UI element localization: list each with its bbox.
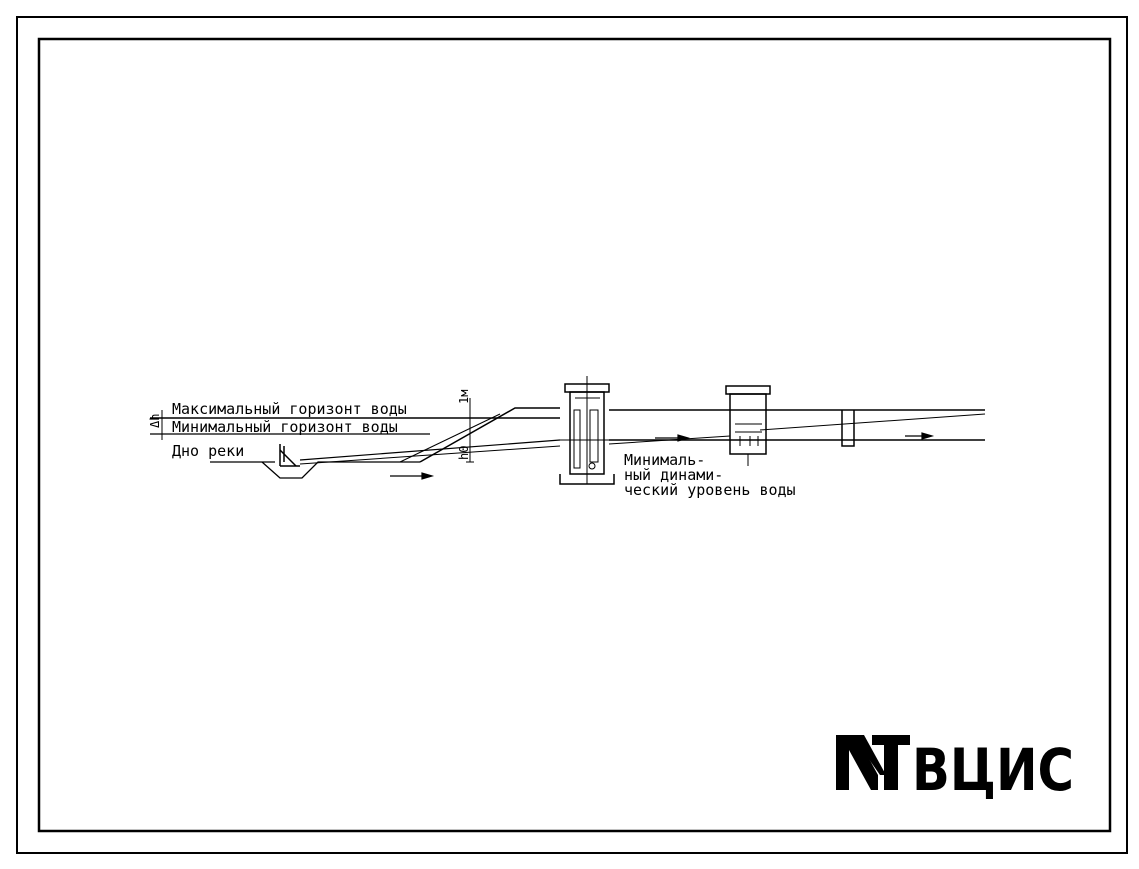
dyn-level-label-2: ный динами- bbox=[624, 466, 723, 484]
logo-text: ВЦИС bbox=[912, 736, 1074, 804]
pipeline bbox=[608, 409, 986, 445]
dimension-left bbox=[158, 410, 166, 440]
river-bottom-label: Дно реки bbox=[172, 442, 244, 460]
vcis-logo: ВЦИС bbox=[836, 735, 1074, 804]
dyn-level-label-1: Минималь- bbox=[624, 451, 705, 469]
logo-mark bbox=[836, 735, 910, 790]
max-water-label: Максимальный горизонт воды bbox=[172, 400, 407, 418]
shore-well bbox=[559, 376, 620, 485]
outer-frame bbox=[16, 16, 1128, 854]
dimension-mid bbox=[466, 398, 474, 463]
flow-arrow-river bbox=[390, 472, 435, 480]
pump-well bbox=[725, 385, 771, 466]
river-bank bbox=[419, 407, 560, 463]
min-water-label: Минимальный горизонт воды bbox=[172, 418, 398, 436]
river-bank-inner bbox=[399, 413, 501, 463]
intake-head bbox=[279, 444, 300, 467]
inner-frame bbox=[37, 37, 1112, 833]
dyn-level-label-3: ческий уровень воды bbox=[624, 481, 796, 499]
flow-arrow-pipe bbox=[655, 434, 691, 442]
river-bed bbox=[261, 461, 420, 479]
gravity-pipe-bottom bbox=[299, 445, 561, 465]
gravity-pipe-top bbox=[299, 439, 561, 461]
small-well bbox=[841, 410, 855, 447]
dim-h0-label: h0 bbox=[457, 446, 471, 460]
dim-1m-label: 1м bbox=[457, 390, 471, 404]
flow-arrow-end bbox=[905, 432, 935, 440]
water-lines bbox=[150, 407, 561, 479]
dim-dh-label: Δh bbox=[148, 414, 162, 428]
